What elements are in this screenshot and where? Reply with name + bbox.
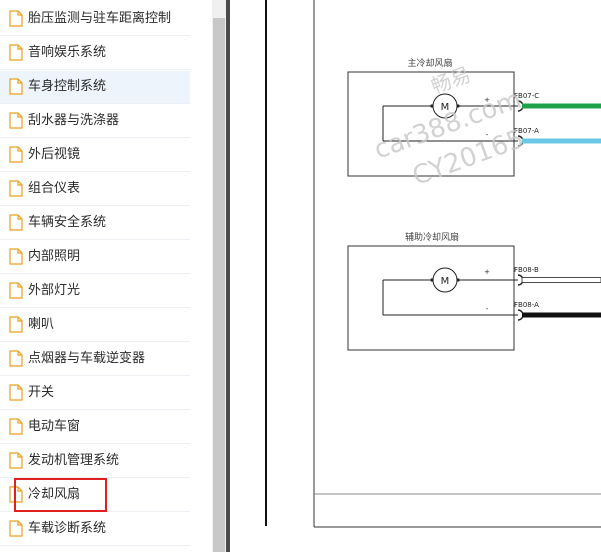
document-icon <box>9 10 23 27</box>
wire-green <box>522 103 601 109</box>
document-icon <box>9 282 23 299</box>
sidebar-item-label: 内部照明 <box>28 249 81 264</box>
sidebar-item-interior-light[interactable]: 内部照明 <box>0 241 190 274</box>
sidebar-item-engine-management[interactable]: 发动机管理系统 <box>0 445 190 478</box>
aux-fan-connector-bottom: FB08-A <box>514 301 539 309</box>
wire-light-blue <box>522 138 601 144</box>
sidebar-item-tpms[interactable]: 胎压监测与驻车距离控制 <box>0 3 190 36</box>
sidebar-item-body-control[interactable]: 车身控制系统 <box>0 71 190 104</box>
sidebar-item-label: 车辆安全系统 <box>28 215 107 230</box>
sidebar-item-label: 点烟器与车载逆变器 <box>28 351 146 366</box>
document-icon <box>9 316 23 333</box>
sidebar-item-wiper[interactable]: 刮水器与洗涤器 <box>0 105 190 138</box>
sidebar-item-cooling-fan[interactable]: 冷却风扇 <box>0 479 190 512</box>
sidebar-item-label: 组合仪表 <box>28 181 81 196</box>
aux-fan-box <box>347 245 515 351</box>
wiring-diagram: 主冷却风扇 M + - FB07-C FB07-A 辅助冷却风扇 <box>265 0 601 528</box>
sidebar-item-label: 车载诊断系统 <box>28 521 107 536</box>
sidebar-item-label: 车身控制系统 <box>28 79 107 94</box>
sidebar-item-label: 刮水器与洗涤器 <box>28 113 120 128</box>
document-icon <box>9 112 23 129</box>
aux-fan-block: 辅助冷却风扇 M + - FB08-B FB08-A <box>347 231 601 351</box>
sidebar-item-label: 外后视镜 <box>28 147 81 162</box>
document-icon <box>9 384 23 401</box>
aux-fan-motor-label: M <box>441 276 450 287</box>
wire-white <box>521 277 601 283</box>
sidebar-scrollbar[interactable] <box>212 0 226 552</box>
sidebar-item-exterior-light[interactable]: 外部灯光 <box>0 275 190 308</box>
main-fan-connector-bottom: FB07-A <box>514 127 539 135</box>
aux-fan-title: 辅助冷却风扇 <box>405 231 459 243</box>
document-icon <box>9 214 23 231</box>
sidebar-item-label: 电动车窗 <box>28 419 81 434</box>
main-fan-minus: - <box>486 131 489 139</box>
aux-fan-connector-top: FB08-B <box>514 266 539 274</box>
sidebar-item-horn[interactable]: 喇叭 <box>0 309 190 342</box>
sidebar-item-cluster[interactable]: 组合仪表 <box>0 173 190 206</box>
document-icon <box>9 180 23 197</box>
main-fan-plus: + <box>484 96 490 104</box>
motor-icon <box>432 267 458 293</box>
scrollbar-thumb[interactable] <box>213 18 225 552</box>
aux-fan-minus: - <box>486 305 489 313</box>
document-icon <box>9 452 23 469</box>
document-icon <box>9 418 23 435</box>
main-fan-connector-top: FB07-C <box>514 92 539 100</box>
sidebar-item-mirror[interactable]: 外后视镜 <box>0 139 190 172</box>
wire-black <box>522 312 601 318</box>
document-icon <box>9 350 23 367</box>
sidebar-item-safety[interactable]: 车辆安全系统 <box>0 207 190 240</box>
document-icon <box>9 146 23 163</box>
document-icon <box>9 486 23 503</box>
motor-icon <box>432 93 458 119</box>
document-icon <box>9 520 23 537</box>
sidebar-item-label: 胎压监测与驻车距离控制 <box>28 11 172 26</box>
sidebar-tree: 胎压监测与驻车距离控制 音响娱乐系统 车身控制系统 刮水器与洗涤器 外后视镜 组… <box>0 0 212 552</box>
aux-fan-plus: + <box>484 268 490 276</box>
main-fan-title: 主冷却风扇 <box>407 57 452 69</box>
sidebar-item-label: 音响娱乐系统 <box>28 45 107 60</box>
sidebar-item-obd[interactable]: 车载诊断系统 <box>0 513 190 546</box>
sidebar-item-label: 冷却风扇 <box>28 487 81 502</box>
sidebar-item-lighter-inverter[interactable]: 点烟器与车载逆变器 <box>0 343 190 376</box>
sidebar-item-label: 发动机管理系统 <box>28 453 120 468</box>
document-icon <box>9 78 23 95</box>
document-icon <box>9 248 23 265</box>
sidebar-item-switch[interactable]: 开关 <box>0 377 190 410</box>
sidebar-item-power-window[interactable]: 电动车窗 <box>0 411 190 444</box>
main-fan-motor-label: M <box>441 102 450 113</box>
sidebar-item-label: 喇叭 <box>28 317 55 332</box>
sidebar-item-label: 开关 <box>28 385 55 400</box>
document-viewer: 主冷却风扇 M + - FB07-C FB07-A 辅助冷却风扇 <box>230 0 601 552</box>
page-divider <box>226 0 230 552</box>
main-fan-box <box>347 71 515 177</box>
main-fan-block: 主冷却风扇 M + - FB07-C FB07-A <box>347 57 601 177</box>
sidebar-item-label: 外部灯光 <box>28 283 81 298</box>
sidebar-item-audio[interactable]: 音响娱乐系统 <box>0 37 190 70</box>
document-icon <box>9 44 23 61</box>
